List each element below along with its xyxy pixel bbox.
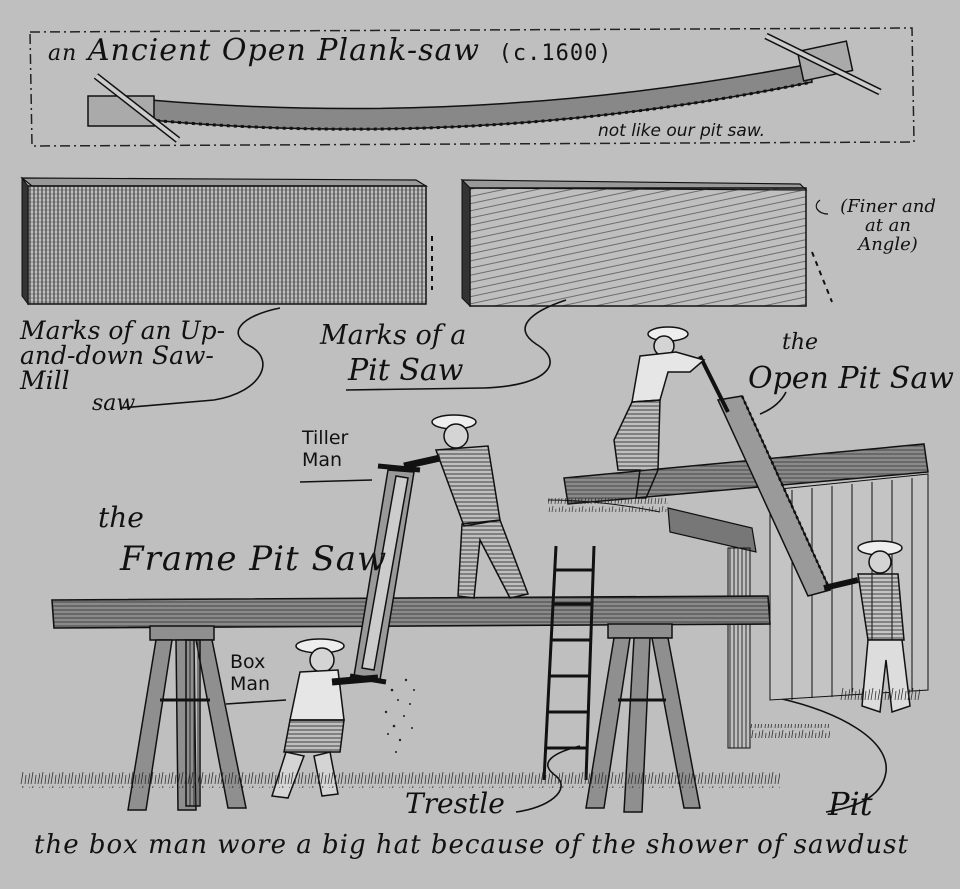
frame-pit-saw-label: Frame Pit Saw [120,539,388,579]
frame-pit-scene [20,414,920,813]
title-prefix: an [48,41,78,66]
plank-mill-marks [20,176,433,306]
plank-saw-frame [29,27,915,147]
right-trestle [585,623,701,813]
plank-pit-marks [460,178,833,308]
sawdust-shower [384,678,415,753]
caption: the box man wore a big hat because of th… [34,830,909,860]
box-man-label: Box Man [230,651,271,695]
frame-article: the [98,501,144,534]
mill-marks-saw: saw [92,391,136,416]
pit-marks-label-2: Pit Saw [348,353,464,388]
left-trestle [127,625,247,811]
open-pit-scene [547,326,929,749]
note-not-like-pit-saw: not like our pit saw. [598,121,766,141]
pit-label: Pit [828,785,873,823]
open-pit-article: the [782,330,819,355]
leader-lines [119,299,887,813]
open-pit-saw-label: Open Pit Saw [748,361,954,396]
tiller-man [403,414,530,599]
trestle-label: Trestle [405,787,505,820]
finer-angle-note: (Finer and at an Angle) [840,196,936,255]
mill-marks-label: Marks of an Up-and-down Saw-Mill saw [20,318,260,415]
open-plank-saw [87,32,882,143]
title-year: (c.1600) [498,41,613,66]
frame-pit-saw [349,463,421,685]
plank-saw-title: an Ancient Open Plank-saw (c.1600) [48,36,613,66]
title-main: Ancient Open Plank-saw [87,33,481,68]
pit-marks-label-1: Marks of a [320,320,467,351]
tiller-man-label: Tiller Man [302,427,349,471]
mill-marks-text: Marks of an Up-and-down Saw-Mill [20,316,226,395]
